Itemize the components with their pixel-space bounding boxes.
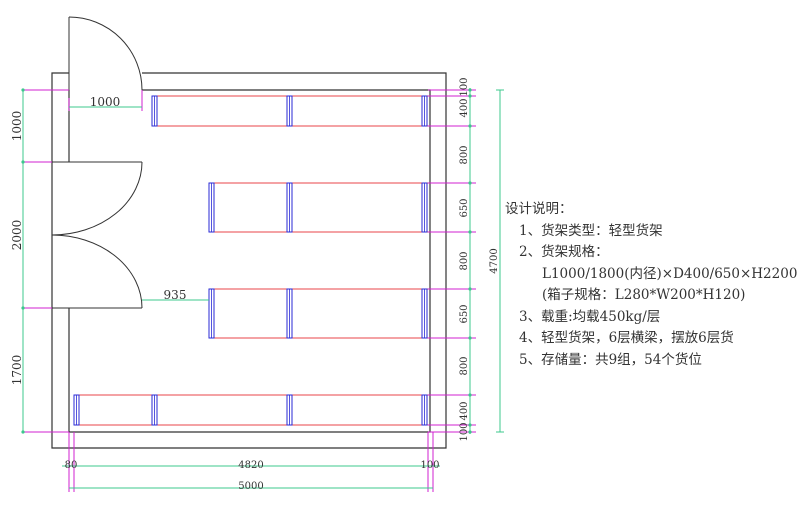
right-dim-1: 100 [459,77,470,96]
left-dim-2: 2000 [10,220,24,251]
design-notes: 设计说明： 1、货架类型：轻型货架 2、货架规格： L1000/1800(内径)… [505,199,797,371]
note-shelf-type: 1、货架类型：轻型货架 [519,222,663,239]
outer-wall [51,72,447,449]
right-dim-6: 650 [459,304,470,323]
note-shelf-spec: 2、货架规格： [519,244,609,260]
dim-tick [21,160,25,164]
shelf-row-1 [151,95,428,127]
inner-wall [68,89,431,433]
right-dim-7: 800 [459,356,470,375]
note-capacity: 5、存储量：共9组，54个货位 [519,351,702,368]
dim-tick [468,430,472,434]
notes-title: 设计说明： [505,201,573,217]
right-dim-3: 800 [459,145,470,164]
bottom-dim-2: 4820 [238,460,263,471]
walls [51,72,447,449]
top-door-swing [68,16,143,91]
right-dim-9: 100 [459,422,470,441]
dim-tick [468,230,472,234]
left-door-upper-swing [51,161,143,236]
shelf-row-3 [208,288,428,339]
left-dim-1: 1000 [10,111,24,142]
shelf-row-2 [208,182,428,233]
shelf-row-4 [73,394,428,426]
door-width-label: 1000 [90,95,121,109]
dim-tick [468,393,472,397]
note-shelf-dimensions: L1000/1800(内径)×D400/650×H2200 [542,265,798,282]
right-dim-2: 400 [459,98,470,117]
note-box-spec: (箱子规格：L280*W200*H120) [542,287,746,303]
dim-tick [21,430,25,434]
dim-tick [468,124,472,128]
shelves [73,95,428,426]
bottom-total-dim: 5000 [238,481,263,492]
dim-tick [468,423,472,427]
aisle-width-label: 935 [164,288,187,302]
dimensions [21,88,504,492]
dim-tick [468,336,472,340]
dim-tick [468,88,472,92]
right-dim-5: 800 [459,251,470,270]
right-dim-4: 650 [459,198,470,217]
dim-tick [468,181,472,185]
dim-tick [21,306,25,310]
dim-tick [21,88,25,92]
right-total-dim: 4700 [489,248,500,273]
dim-tick [468,287,472,291]
bottom-dim-3: 100 [420,460,439,471]
left-door-lower-swing [51,234,143,309]
doors [51,16,143,309]
bottom-dim-1: 80 [65,460,78,471]
dim-tick [468,94,472,98]
note-load: 3、载重:均载450kg/层 [519,308,661,325]
right-dim-8: 400 [459,401,470,420]
left-dim-3: 1700 [10,355,24,386]
note-levels: 4、轻型货架，6层横梁，摆放6层货 [519,330,734,346]
